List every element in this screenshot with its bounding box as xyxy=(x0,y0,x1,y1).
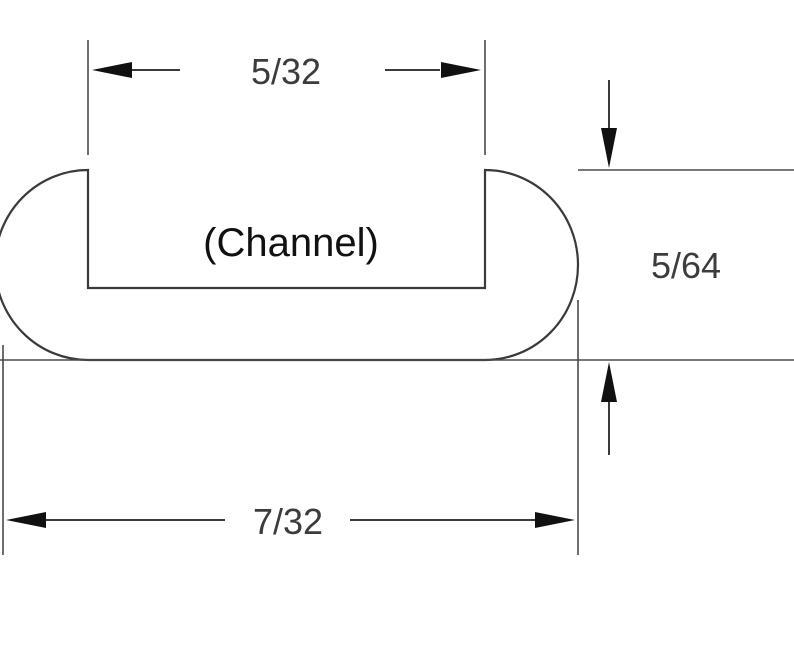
channel-label: (Channel) xyxy=(203,221,379,265)
top-right-arrowhead xyxy=(441,62,481,78)
top-width-dimension: 5/32 xyxy=(251,51,321,92)
height-top-arrowhead xyxy=(601,128,617,168)
height-bottom-arrowhead xyxy=(601,362,617,402)
bottom-left-arrowhead xyxy=(6,512,46,528)
channel-profile-outline xyxy=(0,168,580,362)
top-left-arrowhead xyxy=(92,62,132,78)
bottom-right-arrowhead xyxy=(535,512,575,528)
height-dimension: 5/64 xyxy=(651,245,721,286)
bottom-width-dimension: 7/32 xyxy=(253,501,323,542)
